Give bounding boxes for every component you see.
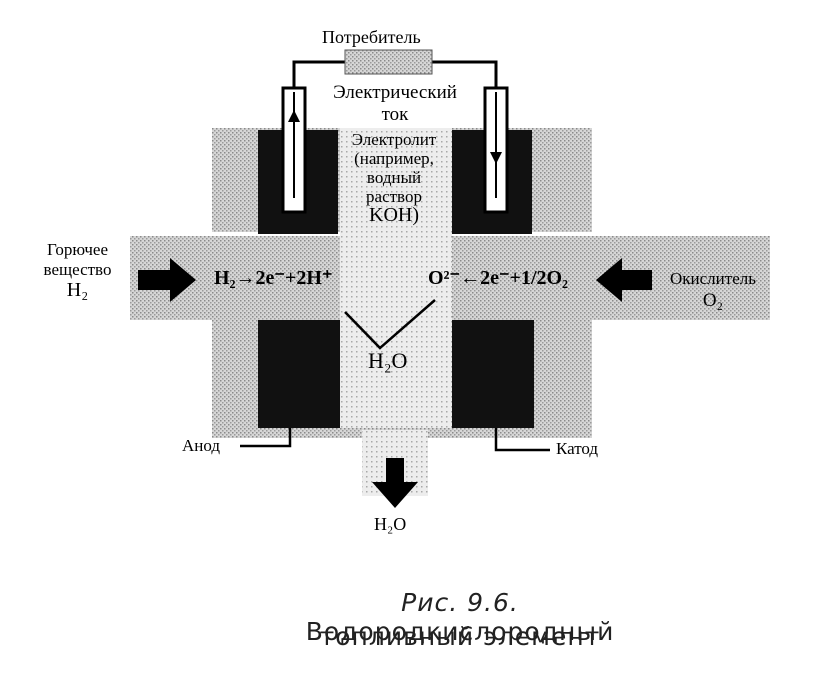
water-out-label: H₂O (374, 514, 407, 534)
cathode-label: Катод (556, 439, 599, 458)
electrolyte-label-line5: KOH) (369, 204, 419, 226)
cathode-reaction: O²⁻←2e⁻+1/2O₂ (428, 267, 569, 289)
cathode-lower-electrode (452, 320, 534, 428)
electrolyte-label-line4: раствор (366, 187, 422, 206)
oxidizer-label: Окислитель O₂ (648, 268, 778, 312)
electrolyte-label-line2: (например, (354, 149, 434, 168)
electrolyte-center-column (340, 128, 452, 428)
cathode-current-arrowhead (490, 152, 502, 164)
water-center-label: H₂O (368, 348, 408, 373)
water-formation-lines (344, 299, 436, 350)
anode-lower-electrode (258, 320, 340, 428)
anode-current-arrowhead (288, 110, 300, 122)
electrolyte-label-line1: Электролит (351, 130, 437, 149)
oxidizer-inlet-arrow (596, 258, 652, 302)
consumer-label: Потребитель (322, 27, 421, 47)
consumer-load (344, 49, 433, 75)
fuel-label-line1: Горючее (46, 240, 109, 259)
figure-caption-line2: топливный элемент (319, 622, 601, 651)
fuel-inlet-arrow (138, 258, 196, 302)
fuel-label: Горючее вещество H₂ (20, 240, 135, 300)
cathode-lead (494, 428, 550, 452)
anode-reaction: H₂→2e⁻+2H⁺ (214, 267, 333, 289)
current-label: Электрический ток (318, 82, 472, 126)
anode-lead (240, 428, 292, 448)
current-label-line1: Электрический (333, 82, 457, 103)
current-label-line2: ток (381, 104, 409, 125)
figure-caption-line1: Рис. 9.6. Водородкислородный (250, 588, 670, 646)
oxidizer-label-line1: Окислитель (670, 269, 756, 288)
oxidizer-formula: O₂ (702, 290, 724, 311)
anode-label: Анод (182, 436, 221, 455)
figure-caption-title: Водородкислородный (305, 617, 615, 646)
fuel-formula: H₂ (66, 279, 89, 301)
figure-caption-prefix: Рис. 9.6. (401, 588, 519, 617)
water-exhaust-arrow (372, 458, 418, 508)
electrolyte-label: Электролит (например, водный раствор KOH… (332, 130, 456, 225)
fuel-label-line2: вещество (43, 260, 112, 279)
electrolyte-label-line3: водный (366, 168, 422, 187)
external-circuit-wire (292, 60, 498, 88)
